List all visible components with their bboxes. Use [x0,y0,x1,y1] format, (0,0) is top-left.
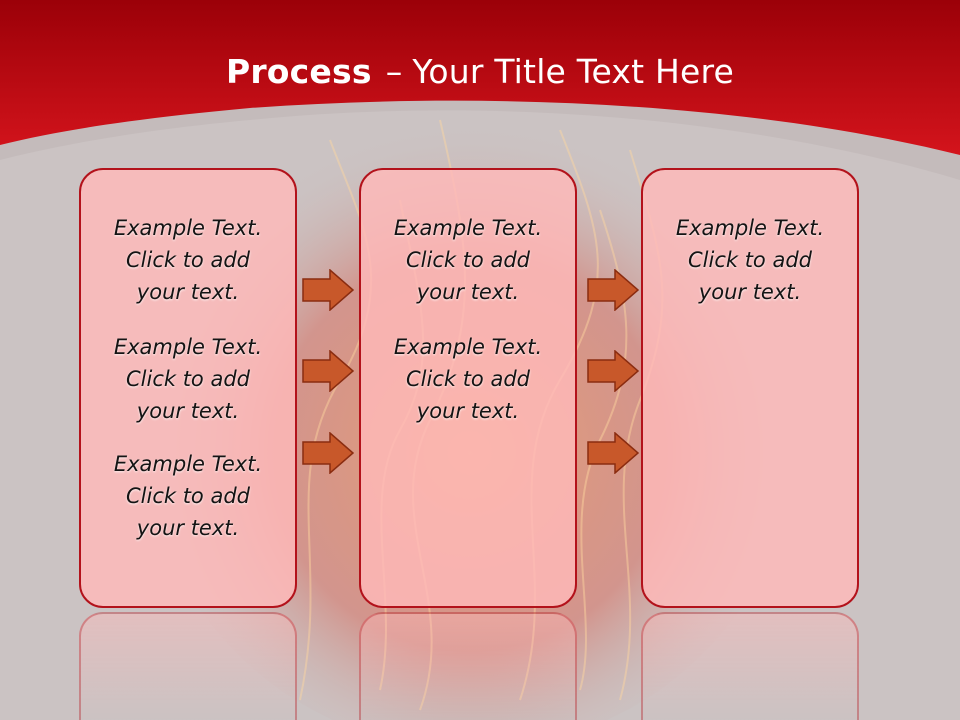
process-box-1[interactable]: Example Text. Click to add your text. Ex… [79,168,297,608]
box-2-paragraph-1[interactable]: Example Text. Click to add your text. [393,216,543,304]
title-rest: Your Title Text Here [412,52,735,91]
box-1-text: Example Text. Click to add your text. Ex… [81,170,295,544]
box-2-paragraph-2[interactable]: Example Text. Click to add your text. [393,335,543,423]
process-box-2[interactable]: Example Text. Click to add your text. Ex… [359,168,577,608]
slide-title: Process–Your Title Text Here [0,52,960,91]
title-bold: Process [225,52,372,91]
box-reflection-3 [641,612,859,720]
box-reflection-1 [79,612,297,720]
box-1-paragraph-2[interactable]: Example Text. Click to add your text. [113,335,263,423]
box-1-paragraph-3[interactable]: Example Text. Click to add your text. [113,452,263,540]
box-2-text: Example Text. Click to add your text. Ex… [361,170,575,427]
box-3-paragraph-1[interactable]: Example Text. Click to add your text. [675,216,825,304]
right-arrow-icon [587,432,639,474]
title-separator: – [385,52,403,91]
process-box-3[interactable]: Example Text. Click to add your text. [641,168,859,608]
box-3-text: Example Text. Click to add your text. [643,170,857,308]
box-reflection-2 [359,612,577,720]
right-arrow-icon [302,350,354,392]
right-arrow-icon [587,350,639,392]
box-1-paragraph-1[interactable]: Example Text. Click to add your text. [113,216,263,304]
header-band [0,0,960,155]
right-arrow-icon [302,269,354,311]
right-arrow-icon [587,269,639,311]
right-arrow-icon [302,432,354,474]
